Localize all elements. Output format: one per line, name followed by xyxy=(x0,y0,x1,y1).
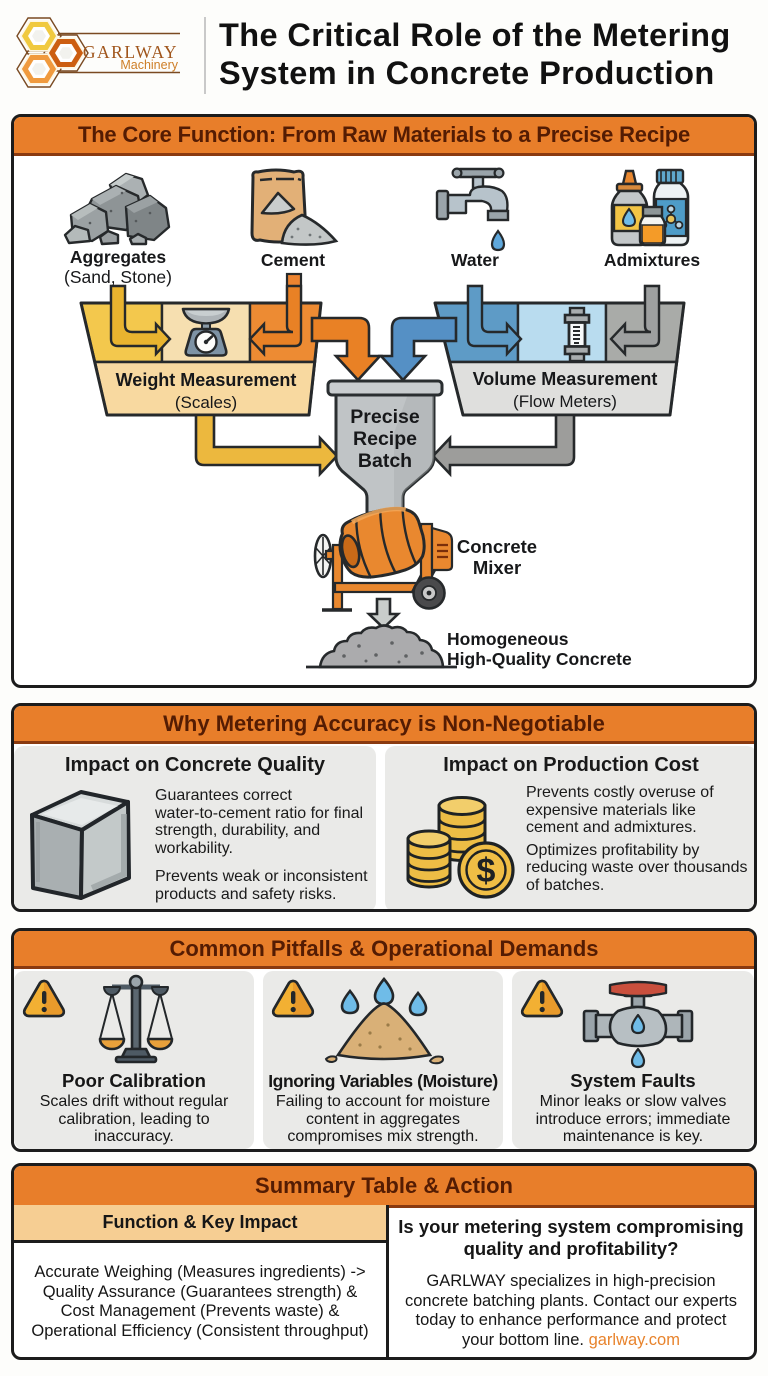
svg-text:Volume Measurement: Volume Measurement xyxy=(473,369,658,389)
svg-text:Water: Water xyxy=(451,250,499,270)
svg-text:GARLWAY: GARLWAY xyxy=(83,42,178,62)
svg-text:Recipe: Recipe xyxy=(353,428,417,450)
svg-text:(Scales): (Scales) xyxy=(175,393,237,412)
svg-text:$: $ xyxy=(477,852,496,890)
svg-text:Weight Measurement: Weight Measurement xyxy=(116,370,297,390)
svg-text:Aggregates: Aggregates xyxy=(70,247,167,267)
svg-text:Cement: Cement xyxy=(261,250,325,270)
svg-text:Concrete: Concrete xyxy=(457,536,537,557)
svg-text:(Flow Meters): (Flow Meters) xyxy=(513,392,617,411)
svg-text:Admixtures: Admixtures xyxy=(604,250,701,270)
svg-text:(Sand, Stone): (Sand, Stone) xyxy=(64,267,172,287)
svg-text:High-Quality Concrete: High-Quality Concrete xyxy=(447,649,632,669)
svg-text:Mixer: Mixer xyxy=(473,557,521,578)
svg-text:Precise: Precise xyxy=(350,406,420,428)
svg-text:Batch: Batch xyxy=(358,450,412,472)
svg-text:Homogeneous: Homogeneous xyxy=(447,629,569,649)
svg-text:Machinery: Machinery xyxy=(120,58,178,72)
